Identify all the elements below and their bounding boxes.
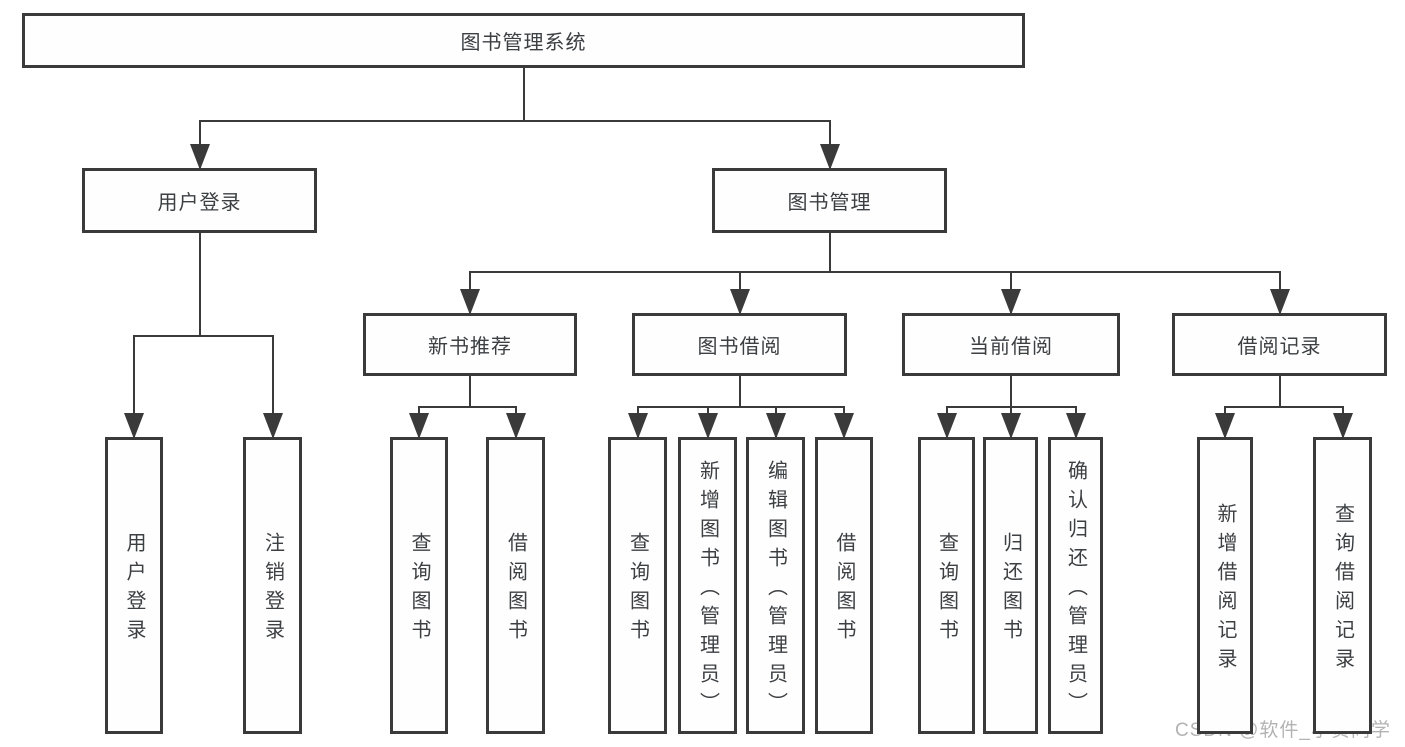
connector-line — [738, 376, 741, 408]
node-label: 编辑图书（管理员） — [764, 459, 787, 721]
node-book-borrow: 图书借阅 — [632, 313, 847, 376]
node-label: 借阅图书 — [833, 532, 855, 648]
node-label: 新增图书（管理员） — [696, 459, 719, 721]
connector-line — [469, 271, 1281, 273]
connector-line — [418, 406, 517, 408]
arrowhead-down-icon — [1001, 289, 1021, 315]
arrowhead-down-icon — [1065, 413, 1086, 439]
node-label: 归还图书 — [999, 532, 1022, 648]
arrowhead-down-icon — [460, 289, 480, 315]
arrowhead-down-icon — [1269, 289, 1290, 315]
node-leaf-return-book: 归还图书 — [983, 437, 1038, 734]
node-label: 确认归还（管理员） — [1064, 459, 1087, 721]
node-leaf-edit-book: 编辑图书（管理员） — [746, 437, 805, 734]
arrowhead-down-icon — [409, 413, 429, 439]
node-label: 查询图书 — [626, 532, 649, 648]
connector-line — [522, 68, 525, 122]
node-label: 注销登录 — [261, 532, 284, 648]
connector-line — [1010, 376, 1012, 408]
arrowhead-down-icon — [1000, 413, 1021, 439]
node-label: 用户登录 — [123, 532, 145, 648]
node-borrow-record: 借阅记录 — [1172, 313, 1387, 376]
arrowhead-down-icon — [1332, 413, 1353, 439]
arrowhead-down-icon — [819, 144, 840, 170]
node-label: 新增借阅记录 — [1214, 503, 1236, 677]
arrowhead-down-icon — [627, 413, 648, 439]
arrowhead-down-icon — [765, 413, 786, 439]
connector-line — [133, 335, 274, 337]
node-leaf-confirm-return: 确认归还（管理员） — [1048, 437, 1103, 734]
node-leaf-logout: 注销登录 — [243, 437, 302, 734]
node-root: 图书管理系统 — [22, 13, 1025, 68]
arrowhead-down-icon — [189, 144, 210, 170]
connector-line — [828, 233, 831, 273]
node-label: 查询借阅记录 — [1331, 503, 1354, 677]
connector-line — [198, 120, 831, 122]
arrowhead-down-icon — [834, 413, 854, 439]
node-label: 用户登录 — [157, 192, 242, 214]
connector-line — [1278, 376, 1281, 408]
node-leaf-query-book-1: 查询图书 — [390, 437, 448, 734]
node-label: 查询图书 — [935, 532, 958, 648]
node-user-login: 用户登录 — [82, 168, 317, 233]
node-leaf-add-book: 新增图书（管理员） — [678, 437, 737, 734]
node-label: 图书管理系统 — [460, 32, 587, 54]
connector-line — [271, 335, 274, 437]
node-book-mgmt: 图书管理 — [712, 168, 947, 233]
connector-line — [636, 406, 845, 408]
node-new-book-recommend: 新书推荐 — [363, 313, 577, 376]
node-leaf-query-record: 查询借阅记录 — [1313, 437, 1372, 734]
node-leaf-add-record: 新增借阅记录 — [1197, 437, 1253, 734]
node-leaf-borrow-book-2: 借阅图书 — [815, 437, 873, 734]
node-leaf-borrow-book-1: 借阅图书 — [486, 437, 545, 734]
node-label: 图书借阅 — [697, 336, 782, 358]
node-leaf-user-login: 用户登录 — [105, 437, 163, 734]
arrowhead-down-icon — [697, 413, 718, 439]
node-leaf-query-book-2: 查询图书 — [608, 437, 667, 734]
arrowhead-down-icon — [124, 413, 144, 439]
node-label: 借阅图书 — [504, 532, 527, 648]
node-label: 图书管理 — [787, 192, 872, 214]
node-current-borrow: 当前借阅 — [902, 313, 1120, 376]
arrowhead-down-icon — [505, 413, 526, 439]
arrowhead-down-icon — [262, 413, 283, 439]
node-label: 查询图书 — [408, 532, 430, 648]
node-leaf-query-book-3: 查询图书 — [918, 437, 975, 734]
node-label: 当前借阅 — [969, 336, 1053, 358]
arrowhead-down-icon — [936, 413, 957, 439]
node-label: 新书推荐 — [428, 336, 512, 358]
node-label: 借阅记录 — [1237, 336, 1322, 358]
connector-line — [469, 376, 471, 408]
arrowhead-down-icon — [729, 289, 750, 315]
connector-line — [198, 233, 201, 337]
arrowhead-down-icon — [1215, 413, 1235, 439]
connector-line — [133, 335, 135, 437]
connector-line — [1224, 406, 1344, 408]
